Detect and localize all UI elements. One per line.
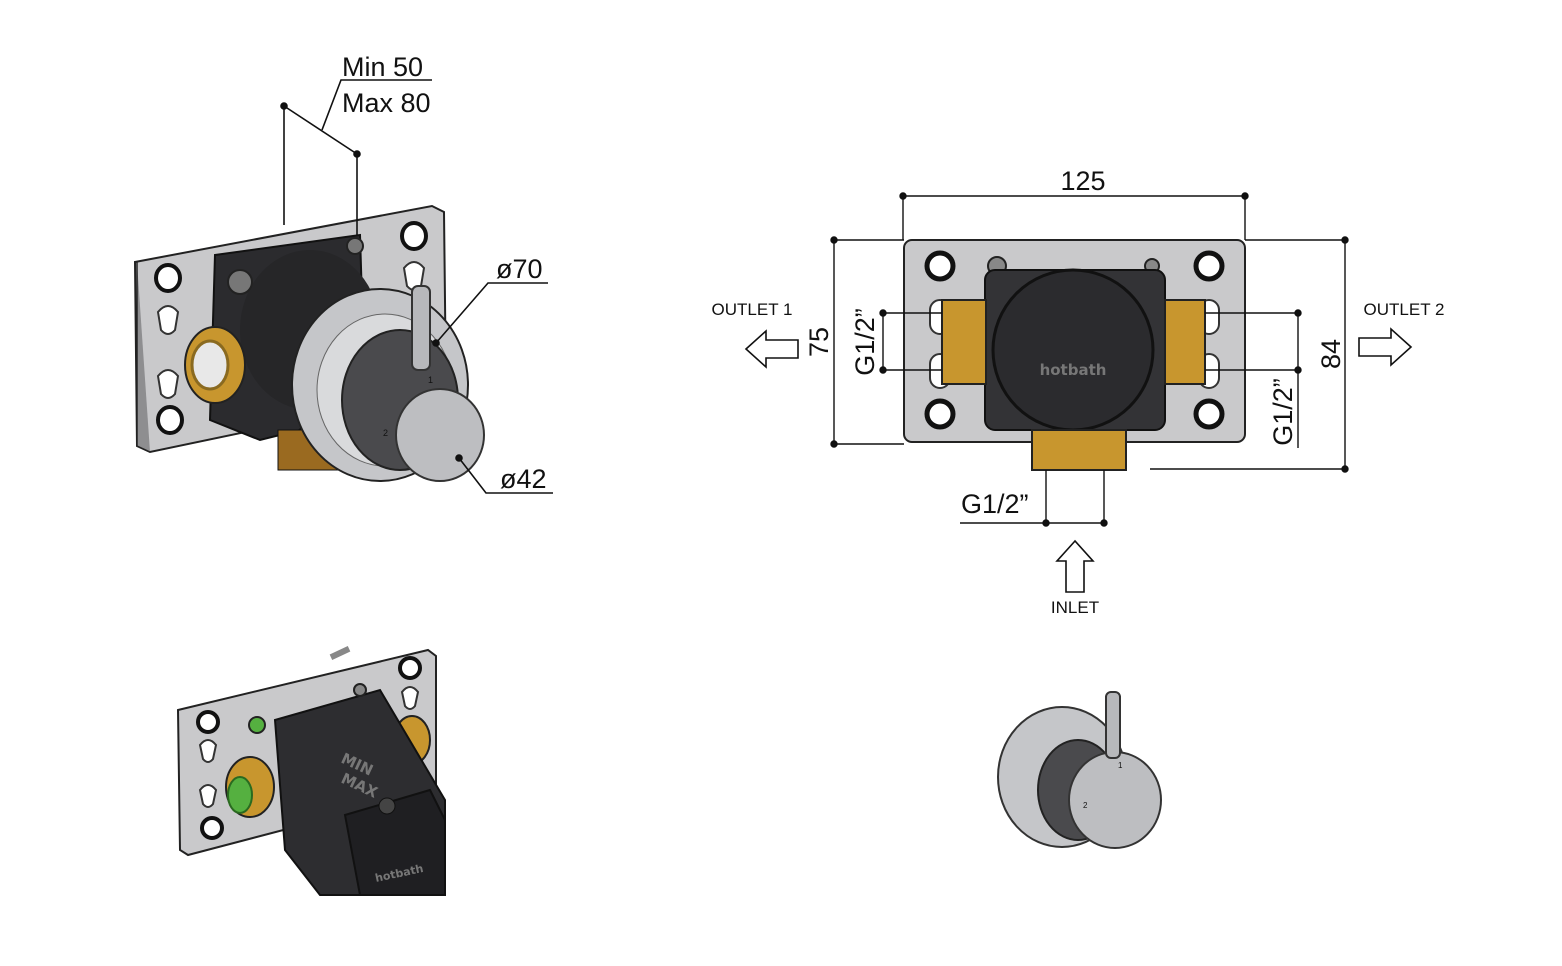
isometric-valve-view: 1 2 [133,204,485,482]
outlet-1-label: OUTLET 1 [712,300,793,319]
min-depth-label: Min 50 [342,52,423,82]
outlet-1-thread-dimension [879,309,942,374]
rough-in-body-view: MIN MAX hotbath [176,646,446,896]
plate-height-label: 75 [804,327,834,357]
trim-position-1-label: 1 [1118,761,1123,770]
outlet-1-arrow [744,329,799,369]
width-label: 125 [1060,166,1105,196]
inlet-label: INLET [1051,598,1099,617]
handle-position-2-label: 2 [383,428,388,438]
max-depth-label: Max 80 [342,88,431,118]
total-height-dimension [1150,236,1349,473]
depth-dimension [280,79,432,235]
total-height-label: 84 [1316,339,1346,369]
handle-position-1-label: 1 [428,375,433,385]
inlet-arrow [1055,539,1095,593]
finished-trim-view: 1 2 [997,691,1162,849]
width-dimension [899,192,1249,240]
rosette-diameter-label: ø70 [496,254,543,284]
outlet-2-thread-label: G1/2” [1268,378,1298,446]
outlet-2-label: OUTLET 2 [1364,300,1445,319]
plate-height-dimension [830,236,904,448]
outlet-2-thread-dimension [1205,309,1302,448]
brand-logo-text: hotbath [1040,361,1107,379]
outlet-1-thread-label: G1/2” [850,308,880,376]
inlet-thread-dimension [960,470,1108,527]
inlet-thread-label: G1/2” [961,489,1029,519]
front-view: hotbath [903,239,1246,471]
rosette-diameter-leader [432,282,548,347]
handle-diameter-leader [455,454,553,494]
handle-diameter-label: ø42 [500,464,547,494]
trim-position-2-label: 2 [1083,801,1088,810]
outlet-2-arrow [1358,327,1413,367]
